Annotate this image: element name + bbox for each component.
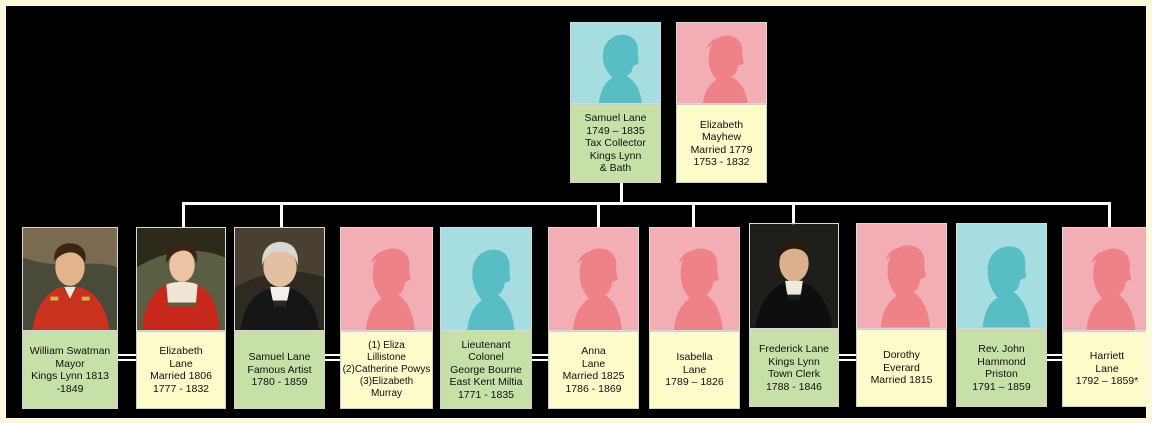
portrait-elderly-man bbox=[234, 227, 325, 331]
male-silhouette-icon bbox=[440, 227, 532, 331]
marriage-line bbox=[117, 354, 137, 356]
marriage-line bbox=[319, 359, 341, 361]
child-line bbox=[792, 202, 795, 228]
female-silhouette-icon bbox=[649, 227, 740, 331]
female-silhouette-icon bbox=[340, 227, 433, 331]
marriage-line bbox=[838, 354, 856, 356]
female-silhouette-icon bbox=[548, 227, 639, 331]
marriage-line bbox=[530, 354, 548, 356]
marriage-line bbox=[117, 359, 137, 361]
child-line bbox=[597, 202, 600, 228]
child-line bbox=[692, 202, 695, 228]
male-silhouette-icon bbox=[570, 22, 661, 104]
child-line bbox=[1108, 202, 1111, 228]
female-silhouette-icon bbox=[856, 223, 947, 329]
marriage-line bbox=[1046, 354, 1064, 356]
female-silhouette-icon bbox=[1062, 227, 1146, 331]
portrait-woman-red-shawl bbox=[136, 227, 226, 331]
portrait-man-dark-coat bbox=[749, 223, 839, 329]
child-line bbox=[182, 202, 185, 228]
female-silhouette-icon bbox=[676, 22, 767, 104]
male-silhouette-icon bbox=[956, 223, 1047, 329]
child-line bbox=[280, 202, 283, 228]
portrait-man-red-coat bbox=[22, 227, 118, 331]
marriage-line bbox=[1046, 359, 1064, 361]
marriage-line bbox=[319, 354, 341, 356]
marriage-line bbox=[838, 359, 856, 361]
marriage-line bbox=[530, 359, 548, 361]
parent-drop-line bbox=[620, 182, 623, 203]
sibling-bar bbox=[182, 202, 1111, 205]
